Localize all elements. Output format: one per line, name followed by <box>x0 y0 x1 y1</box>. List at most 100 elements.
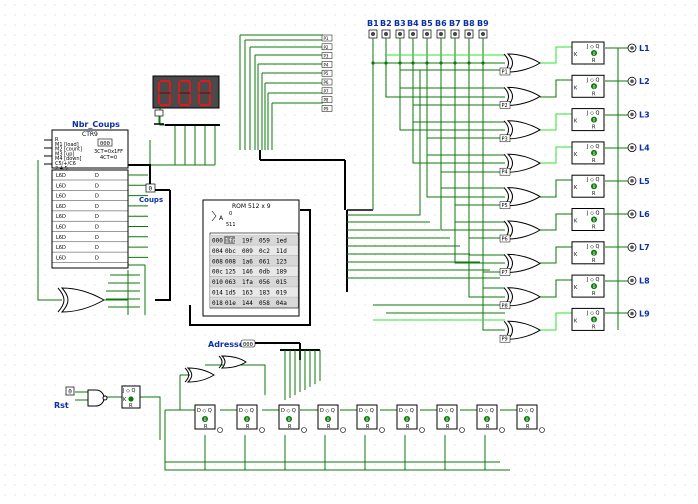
svg-text:0: 0 <box>366 417 369 423</box>
svg-text:0: 0 <box>406 417 409 423</box>
svg-text:0: 0 <box>246 417 249 423</box>
button-b7[interactable] <box>450 29 460 42</box>
svg-text:J ◇ Q: J ◇ Q <box>586 244 599 250</box>
svg-text:0: 0 <box>327 417 330 423</box>
rom-a-top: 0 <box>229 211 232 217</box>
svg-text:0: 0 <box>526 417 529 423</box>
button-label-b2: B2 <box>380 19 392 28</box>
button-b6[interactable] <box>436 29 446 42</box>
button-b4[interactable] <box>408 29 418 42</box>
svg-text:P6: P6 <box>324 80 329 85</box>
rom-cell-008-1: 1a6 <box>242 258 253 265</box>
svg-text:K: K <box>574 85 578 91</box>
d-flipflop-9: D ◇ Q0R <box>516 404 545 433</box>
counter-line-5: M4 [down] <box>55 156 82 162</box>
svg-text:K: K <box>574 318 578 324</box>
xor-input-label-6: P6 <box>502 237 508 243</box>
counter-ctmax: 3CT=0x1FF <box>94 149 123 155</box>
xor-input-label-7: P7 <box>502 270 508 276</box>
button-b5[interactable] <box>422 29 432 42</box>
counter-bit-label-1: L6D <box>56 173 66 179</box>
svg-text:J ◇ Q: J ◇ Q <box>586 144 599 150</box>
svg-text:D ◇ Q: D ◇ Q <box>239 408 254 414</box>
button-b2[interactable] <box>381 29 391 42</box>
xor-gate-8: P8 <box>499 287 541 309</box>
svg-text:0: 0 <box>486 417 489 423</box>
svg-text:R: R <box>592 291 596 297</box>
counter-bit-d-9: D <box>95 255 99 261</box>
rom-cell-008-2: 061 <box>259 258 270 265</box>
coups-output: 0 Coups <box>139 183 163 204</box>
svg-text:K: K <box>123 397 127 403</box>
counter-line-4: M3 [up] <box>55 151 74 157</box>
svg-text:D ◇ Q: D ◇ Q <box>399 408 414 414</box>
xor-gate-2: P2 <box>499 86 541 109</box>
rom-cell-008-0: 008 <box>225 258 236 265</box>
rom-cell-000-0: 1fc <box>225 238 236 245</box>
button-label-b3: B3 <box>394 19 406 28</box>
svg-text:R: R <box>592 225 596 231</box>
xor-bottom-left <box>57 287 128 313</box>
button-label-b7: B7 <box>449 19 461 28</box>
xor-input-label-4: P4 <box>502 170 508 176</box>
xor-input-label-8: P8 <box>502 303 508 309</box>
svg-text:P3: P3 <box>324 54 329 59</box>
led-label-l1: L1 <box>639 44 650 53</box>
svg-text:D ◇ Q: D ◇ Q <box>197 408 212 414</box>
rom-cell-004-3: 11d <box>276 248 287 255</box>
xor-input-label-3: P3 <box>502 136 508 142</box>
rom-cell-004-1: 009 <box>242 248 253 255</box>
svg-text:K: K <box>574 119 578 125</box>
led-label-l5: L5 <box>639 177 650 186</box>
svg-text:R: R <box>592 324 596 330</box>
rom-cell-004-0: 0bc <box>225 248 236 255</box>
counter-bit-d-5: D <box>95 214 99 220</box>
svg-text:D ◇ Q: D ◇ Q <box>359 408 374 414</box>
xor-gate-4: P4 <box>499 153 541 176</box>
svg-text:0: 0 <box>288 417 291 423</box>
rom-cell-014-1: 163 <box>242 290 253 297</box>
rom-addr-014: 014 <box>212 290 223 297</box>
svg-text:P2: P2 <box>324 45 329 50</box>
button-label-b8: B8 <box>463 19 475 28</box>
xor-input-label-5: P5 <box>502 203 508 209</box>
button-b1[interactable] <box>368 29 378 42</box>
coups-value: 0 <box>149 186 153 193</box>
led-l2: L2 <box>627 76 650 86</box>
led-l1: L1 <box>627 43 650 53</box>
button-b3[interactable] <box>395 29 405 42</box>
svg-text:0: 0 <box>593 317 596 323</box>
rom-cell-004-2: 0c2 <box>259 248 270 255</box>
led-label-l2: L2 <box>639 77 650 86</box>
counter-bit-label-4: L6D <box>56 204 66 210</box>
svg-text:R: R <box>129 403 133 409</box>
led-label-l7: L7 <box>639 243 650 252</box>
d-flipflop-7: D ◇ Q0R <box>436 404 465 433</box>
svg-text:D ◇ Q: D ◇ Q <box>439 408 454 414</box>
svg-text:0: 0 <box>593 284 596 290</box>
svg-text:R: R <box>592 258 596 264</box>
led-label-l6: L6 <box>639 210 650 219</box>
led-label-l9: L9 <box>639 310 650 319</box>
rom-addr-010: 010 <box>212 279 223 286</box>
svg-text:J ◇ Q: J ◇ Q <box>586 111 599 117</box>
button-b9[interactable] <box>478 29 488 42</box>
svg-text:P5: P5 <box>324 71 329 76</box>
svg-text:0: 0 <box>204 417 207 423</box>
svg-text:R: R <box>592 158 596 164</box>
seven-segment-digit-2: 0 <box>178 80 191 106</box>
rom-cell-014-2: 183 <box>259 290 270 297</box>
button-b8[interactable] <box>464 29 474 42</box>
